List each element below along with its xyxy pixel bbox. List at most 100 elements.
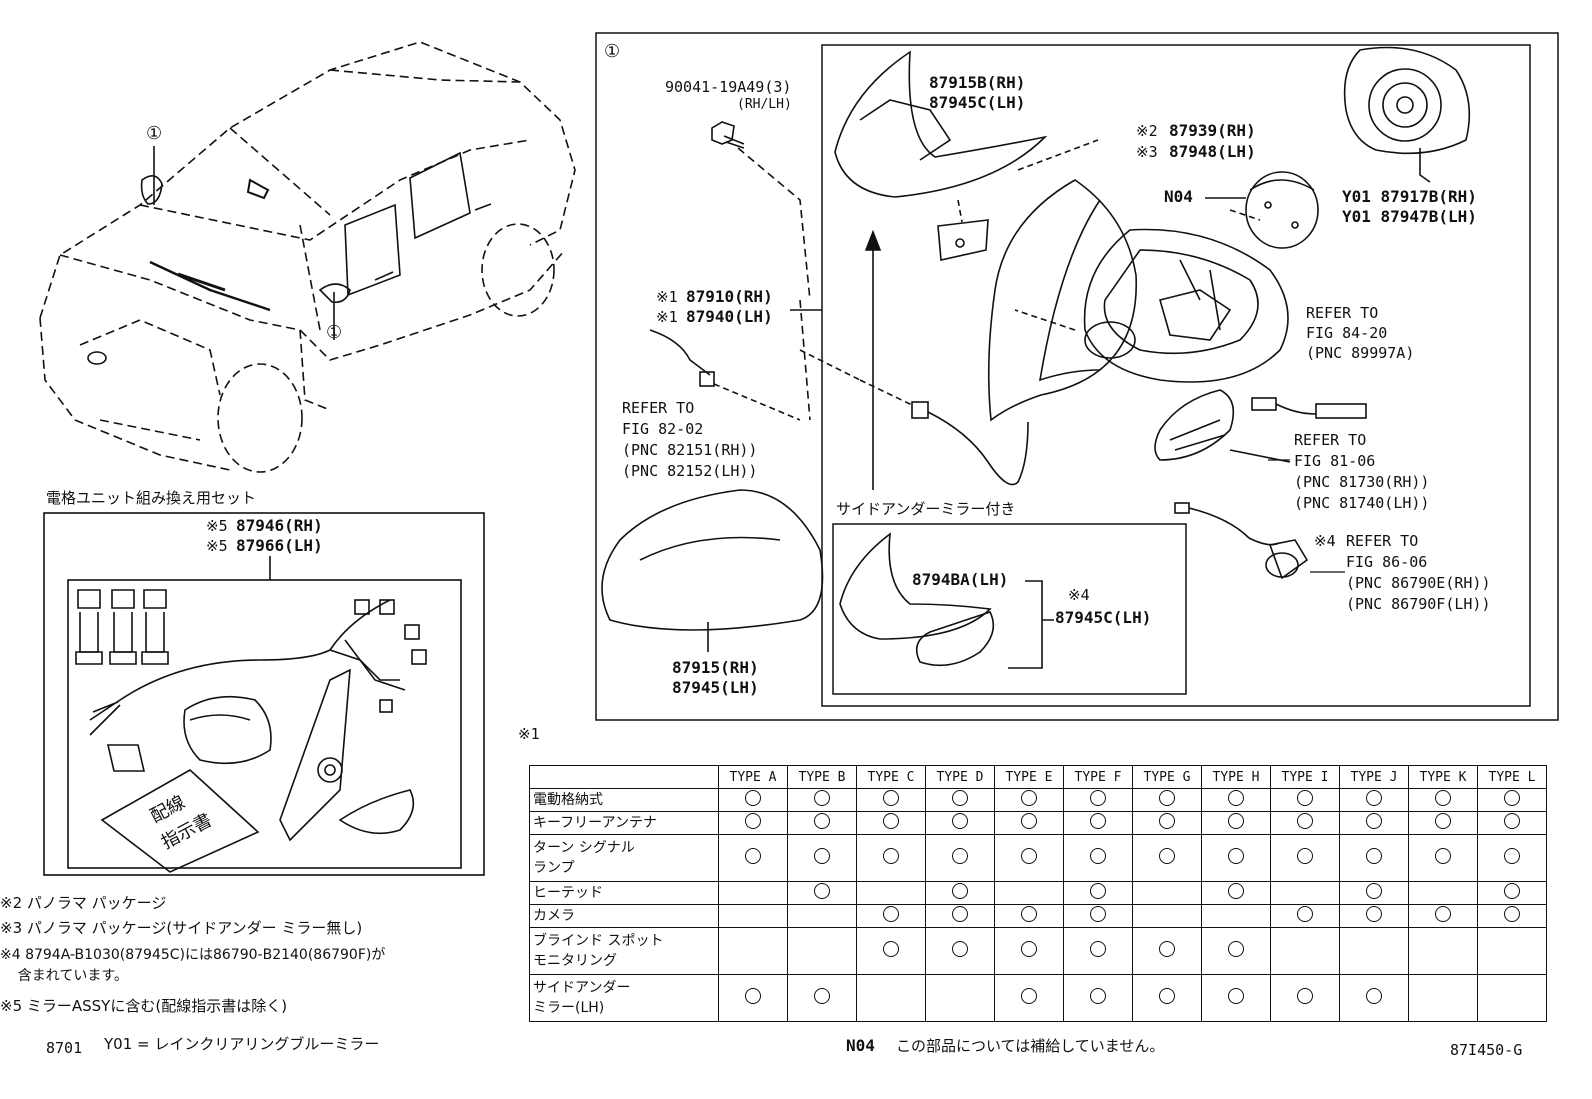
available-circle-icon bbox=[1435, 906, 1451, 922]
note-mark-3: ※3 bbox=[1136, 143, 1158, 161]
available-circle-icon bbox=[1297, 906, 1313, 922]
table-cell bbox=[1408, 904, 1478, 928]
available-circle-icon bbox=[1021, 790, 1037, 806]
table-cell bbox=[1270, 974, 1340, 1022]
table-cell bbox=[1408, 834, 1478, 882]
table-col-header: TYPE K bbox=[1408, 765, 1478, 789]
table-cell bbox=[1339, 881, 1409, 905]
available-circle-icon bbox=[1021, 848, 1037, 864]
callout-1-assembly: ① bbox=[604, 41, 621, 62]
table-cell bbox=[925, 881, 995, 905]
note-mark-2: ※2 bbox=[1136, 122, 1158, 140]
available-circle-icon bbox=[1228, 813, 1244, 829]
label-bolt: 90041-19A49(3) bbox=[665, 78, 792, 96]
available-circle-icon bbox=[1159, 988, 1175, 1004]
table-col-header: TYPE B bbox=[787, 765, 857, 789]
table-cell bbox=[1270, 811, 1340, 835]
table-cell bbox=[994, 881, 1064, 905]
table-cell bbox=[856, 881, 926, 905]
available-circle-icon bbox=[883, 848, 899, 864]
table-cell bbox=[1201, 834, 1271, 882]
ref-81-06-line2: FIG 81-06 bbox=[1294, 452, 1376, 470]
table-row-label: ブラインド スポット モニタリング bbox=[529, 927, 719, 975]
table-cell bbox=[787, 834, 857, 882]
callout-1-car-top: ① bbox=[146, 123, 163, 144]
table-cell bbox=[1339, 834, 1409, 882]
table-row: ターン シグナル ランプ bbox=[529, 834, 1547, 882]
table-cell bbox=[1201, 811, 1271, 835]
table-cell bbox=[787, 811, 857, 835]
callout-1-car-side: ① bbox=[326, 322, 343, 343]
note-n04-text: この部品については補給していません。 bbox=[896, 1037, 1165, 1055]
ref-84-20-line3: (PNC 89997A) bbox=[1306, 344, 1415, 362]
label-87945c-lh: 87945C(LH) bbox=[1055, 608, 1152, 627]
table-cell bbox=[1339, 904, 1409, 928]
available-circle-icon bbox=[1297, 813, 1313, 829]
table-cell bbox=[787, 788, 857, 812]
table-cell bbox=[1201, 788, 1271, 812]
table-mark: ※1 bbox=[518, 725, 540, 743]
available-circle-icon bbox=[1159, 848, 1175, 864]
label-87945: 87945(LH) bbox=[672, 678, 759, 697]
table-cell bbox=[718, 927, 788, 975]
available-circle-icon bbox=[814, 790, 830, 806]
label-y01-87947b: Y01 87947B(LH) bbox=[1342, 207, 1477, 226]
table-cell bbox=[1132, 811, 1202, 835]
table-row-label: カメラ bbox=[529, 904, 719, 928]
available-circle-icon bbox=[1090, 941, 1106, 957]
table-row: ブラインド スポット モニタリング bbox=[529, 927, 1547, 975]
table-cell bbox=[787, 974, 857, 1022]
table-cell bbox=[856, 811, 926, 835]
available-circle-icon bbox=[1090, 790, 1106, 806]
table-cell bbox=[1408, 974, 1478, 1022]
available-circle-icon bbox=[1228, 790, 1244, 806]
note-mark-1b: ※1 bbox=[656, 308, 678, 326]
label-side-under-mirror: サイドアンダーミラー付き bbox=[836, 500, 1016, 518]
available-circle-icon bbox=[1090, 988, 1106, 1004]
table-cell bbox=[856, 974, 926, 1022]
table-cell bbox=[1477, 881, 1547, 905]
ref-86-06-line3: (PNC 86790E(RH)) bbox=[1346, 574, 1491, 592]
table-cell bbox=[1339, 974, 1409, 1022]
table-col-header: TYPE L bbox=[1477, 765, 1547, 789]
available-circle-icon bbox=[1021, 941, 1037, 957]
table-cell bbox=[1477, 927, 1547, 975]
available-circle-icon bbox=[1090, 906, 1106, 922]
table-cell bbox=[1477, 834, 1547, 882]
table-row-label: ターン シグナル ランプ bbox=[529, 834, 719, 882]
table-cell bbox=[1477, 974, 1547, 1022]
available-circle-icon bbox=[1021, 813, 1037, 829]
table-col-header: TYPE A bbox=[718, 765, 788, 789]
available-circle-icon bbox=[1435, 813, 1451, 829]
available-circle-icon bbox=[1159, 941, 1175, 957]
available-circle-icon bbox=[1366, 848, 1382, 864]
available-circle-icon bbox=[1228, 988, 1244, 1004]
label-bolt-side: (RH/LH) bbox=[737, 97, 792, 112]
table-cell bbox=[1063, 904, 1133, 928]
available-circle-icon bbox=[1159, 790, 1175, 806]
table-cell bbox=[1132, 974, 1202, 1022]
table-cell bbox=[787, 881, 857, 905]
available-circle-icon bbox=[1366, 790, 1382, 806]
label-8794ba: 8794BA(LH) bbox=[912, 570, 1009, 589]
ref-81-06-line4: (PNC 81740(LH)) bbox=[1294, 494, 1430, 512]
ref-86-06-line4: (PNC 86790F(LH)) bbox=[1346, 595, 1491, 613]
available-circle-icon bbox=[883, 813, 899, 829]
table-col-header: TYPE D bbox=[925, 765, 995, 789]
table-cell bbox=[718, 834, 788, 882]
table-cell bbox=[856, 904, 926, 928]
kit-title: 電格ユニット組み換え用セット bbox=[46, 489, 257, 507]
available-circle-icon bbox=[1366, 906, 1382, 922]
note-2: ※2 パノラマ パッケージ bbox=[0, 894, 167, 912]
table-row: サイドアンダー ミラー(LH) bbox=[529, 974, 1547, 1022]
label-87939: 87939(RH) bbox=[1169, 121, 1256, 140]
table-corner bbox=[529, 765, 719, 789]
available-circle-icon bbox=[1228, 941, 1244, 957]
table-row: カメラ bbox=[529, 904, 1547, 928]
available-circle-icon bbox=[1021, 988, 1037, 1004]
table-cell bbox=[1063, 927, 1133, 975]
available-circle-icon bbox=[745, 848, 761, 864]
note-4a: ※4 8794A-B1030(87945C)には86790-B2140(8679… bbox=[0, 947, 386, 963]
available-circle-icon bbox=[745, 790, 761, 806]
